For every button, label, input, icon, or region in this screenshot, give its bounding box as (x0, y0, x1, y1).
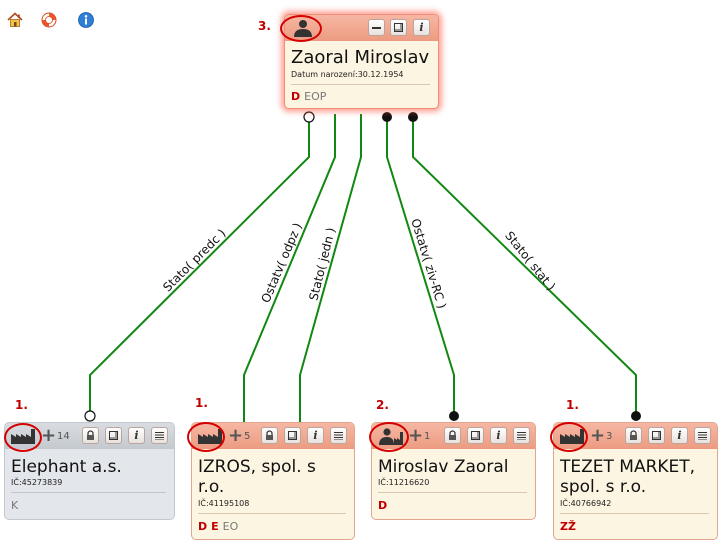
step-number: 2. (376, 398, 389, 412)
lock-icon[interactable] (444, 427, 461, 444)
connection-count: 3 (606, 431, 613, 442)
flags: K (11, 499, 18, 512)
connection-count: 5 (244, 431, 251, 442)
plus-icon[interactable]: + (41, 425, 57, 446)
flag-badge: K (11, 499, 19, 512)
lock-icon[interactable] (82, 427, 99, 444)
link-line (243, 114, 336, 423)
minimize-icon[interactable] (368, 19, 385, 36)
step-number: 1. (195, 396, 208, 410)
plus-icon[interactable]: + (590, 425, 606, 446)
link-line (299, 114, 362, 423)
company-name[interactable]: IZROS, spol. s (198, 457, 316, 477)
link-label: Ostatv( ziv-RC ) (408, 217, 449, 310)
link-label: Stato( stat ) (502, 229, 558, 294)
company-name[interactable]: Elephant a.s. (11, 457, 122, 477)
info-icon[interactable] (77, 11, 95, 29)
link-endpoint-filled (408, 112, 418, 122)
company-name[interactable]: r.o. (198, 477, 225, 497)
company-name[interactable]: Miroslav Zaoral (378, 457, 509, 477)
selection-ring (369, 422, 409, 452)
divider (198, 513, 346, 514)
divider (11, 492, 166, 493)
plus-icon[interactable]: + (408, 425, 424, 446)
selection-ring (280, 15, 322, 42)
link-line (412, 117, 637, 416)
flag-badge: D (198, 520, 208, 533)
link-endpoint-open (84, 410, 96, 422)
step-number: 3. (258, 19, 271, 33)
company-name[interactable]: TEZET MARKET, (560, 457, 696, 477)
list-icon[interactable] (330, 427, 347, 444)
selection-ring (187, 422, 225, 452)
expand-icon[interactable] (105, 427, 122, 444)
flag-badge: E (211, 520, 219, 533)
birth-date: Datum narození:30.12.1954 (291, 70, 404, 79)
flags: ZŽ (560, 520, 580, 533)
company-id: IČ:11216620 (378, 478, 430, 487)
link-line (89, 117, 310, 416)
expand-icon[interactable] (648, 427, 665, 444)
link-label: Stato( predc ) (160, 226, 228, 294)
lifebuoy-icon[interactable] (40, 11, 58, 29)
company-name[interactable]: spol. s r.o. (560, 477, 647, 497)
list-icon[interactable] (513, 427, 530, 444)
selection-ring (550, 422, 588, 452)
link-endpoint-filled (449, 411, 459, 421)
link-line (386, 117, 455, 416)
expand-icon[interactable] (467, 427, 484, 444)
divider (378, 492, 527, 493)
flag-badge: EOP (304, 90, 327, 103)
flag-badge: D (291, 90, 301, 103)
company-card[interactable]: + 3 i TEZET MARKET, spol. s r.o. IČ:4076… (553, 422, 718, 540)
flag-badge: EO (222, 520, 239, 533)
person-name[interactable]: Zaoral Miroslav (291, 47, 430, 68)
lock-icon[interactable] (625, 427, 642, 444)
company-id: IČ:45273839 (11, 478, 63, 487)
link-endpoint-open (303, 111, 315, 123)
link-endpoint-filled (382, 112, 392, 122)
connection-count: 1 (424, 431, 431, 442)
info-icon[interactable]: i (490, 427, 507, 444)
link-label: Ostatv( odpz ) (259, 221, 305, 305)
company-card[interactable]: + 1 i Miroslav Zaoral IČ:11216620 D (371, 422, 536, 520)
connection-count: 14 (57, 431, 70, 442)
company-id: IČ:41195108 (198, 499, 250, 508)
divider (560, 513, 709, 514)
expand-icon[interactable] (284, 427, 301, 444)
step-number: 1. (566, 398, 579, 412)
selection-ring (4, 423, 42, 452)
list-icon[interactable] (694, 427, 711, 444)
company-id: IČ:40766942 (560, 499, 612, 508)
step-number: 1. (15, 398, 28, 412)
info-icon[interactable]: i (413, 19, 430, 36)
home-icon[interactable] (6, 11, 24, 29)
info-icon[interactable]: i (671, 427, 688, 444)
flag-badge: D (378, 499, 388, 512)
link-endpoint-filled (631, 411, 641, 421)
list-icon[interactable] (151, 427, 168, 444)
divider (291, 84, 430, 85)
plus-icon[interactable]: + (228, 425, 244, 446)
link-label: Stato( jedn ) (306, 226, 338, 302)
lock-icon[interactable] (261, 427, 278, 444)
flags: D (378, 499, 391, 512)
card-header: + 3 i (554, 423, 717, 449)
info-icon[interactable]: i (128, 427, 145, 444)
flag-badge: ZŽ (560, 520, 576, 533)
info-icon[interactable]: i (307, 427, 324, 444)
expand-icon[interactable] (390, 19, 407, 36)
